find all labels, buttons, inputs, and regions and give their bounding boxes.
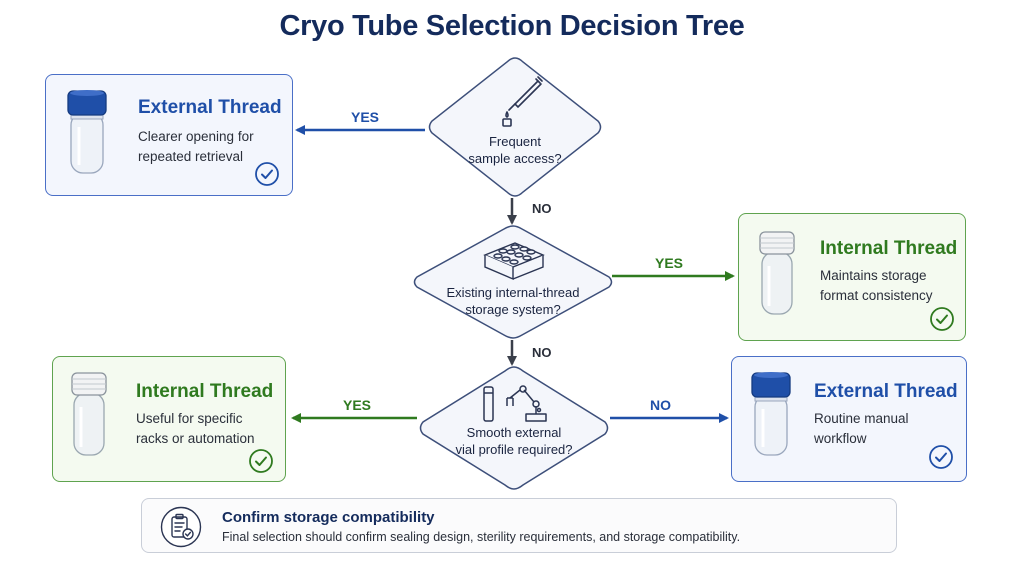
outcome-desc-line: Routine manual <box>814 411 909 426</box>
outcome-card-internal-thread: Internal Thread Maintains storage format… <box>738 213 966 341</box>
decision-label-line: sample access? <box>468 151 562 166</box>
decision-label-line: Existing internal-thread <box>446 285 580 300</box>
clipboard-check-icon <box>160 506 202 548</box>
footer-note: Confirm storage compatibility Final sele… <box>141 498 897 553</box>
pipette-icon <box>502 76 543 127</box>
edge-label-yes: YES <box>343 397 372 413</box>
footer-title: Confirm storage compatibility <box>222 509 435 526</box>
storage-rack-icon <box>483 242 545 281</box>
outcome-card-external-thread: External Thread Clearer opening for repe… <box>45 74 293 196</box>
diagram-title: Cryo Tube Selection Decision Tree <box>279 10 745 42</box>
decision-node-smooth-profile: Smooth external vial profile required? <box>416 364 612 492</box>
internal-thread-tube-icon <box>759 231 795 315</box>
external-thread-tube-icon <box>67 90 107 174</box>
decision-label-line: Frequent <box>488 134 542 149</box>
outcome-desc-line: workflow <box>814 431 867 446</box>
outcome-card-external-thread: External Thread Routine manual workflow <box>731 356 967 482</box>
external-thread-tube-icon <box>751 372 791 456</box>
edge-label-no: NO <box>532 345 552 360</box>
outcome-title: External Thread <box>814 381 958 402</box>
outcome-title: External Thread <box>138 97 282 118</box>
decision-label-line: storage system? <box>465 302 561 317</box>
edge-label-yes: YES <box>655 255 684 271</box>
outcome-desc-line: Maintains storage <box>820 268 927 283</box>
edge-label-yes: YES <box>351 109 380 125</box>
decision-label-line: vial profile required? <box>455 442 573 457</box>
outcome-desc-line: racks or automation <box>136 431 255 446</box>
check-circle-icon <box>930 307 954 331</box>
check-circle-icon <box>255 162 279 186</box>
check-circle-icon <box>249 449 273 473</box>
decision-label-line: Smooth external <box>466 425 562 440</box>
outcome-title: Internal Thread <box>136 381 274 402</box>
outcome-card-internal-thread: Internal Thread Useful for specific rack… <box>52 356 286 482</box>
outcome-desc-line: Clearer opening for <box>138 129 254 144</box>
edge-label-no: NO <box>532 201 552 216</box>
decision-node-frequent-access: Frequent sample access? <box>425 55 605 199</box>
outcome-desc-line: format consistency <box>820 288 933 303</box>
outcome-title: Internal Thread <box>820 238 958 259</box>
check-circle-icon <box>929 445 953 469</box>
outcome-desc-line: repeated retrieval <box>138 149 244 164</box>
robot-arm-icon <box>483 385 547 422</box>
decision-node-existing-storage: Existing internal-thread storage system? <box>409 223 617 341</box>
internal-thread-tube-icon <box>71 372 107 456</box>
outcome-desc-line: Useful for specific <box>136 411 243 426</box>
edge-label-no: NO <box>650 397 671 413</box>
footer-text: Final selection should confirm sealing d… <box>222 530 741 544</box>
